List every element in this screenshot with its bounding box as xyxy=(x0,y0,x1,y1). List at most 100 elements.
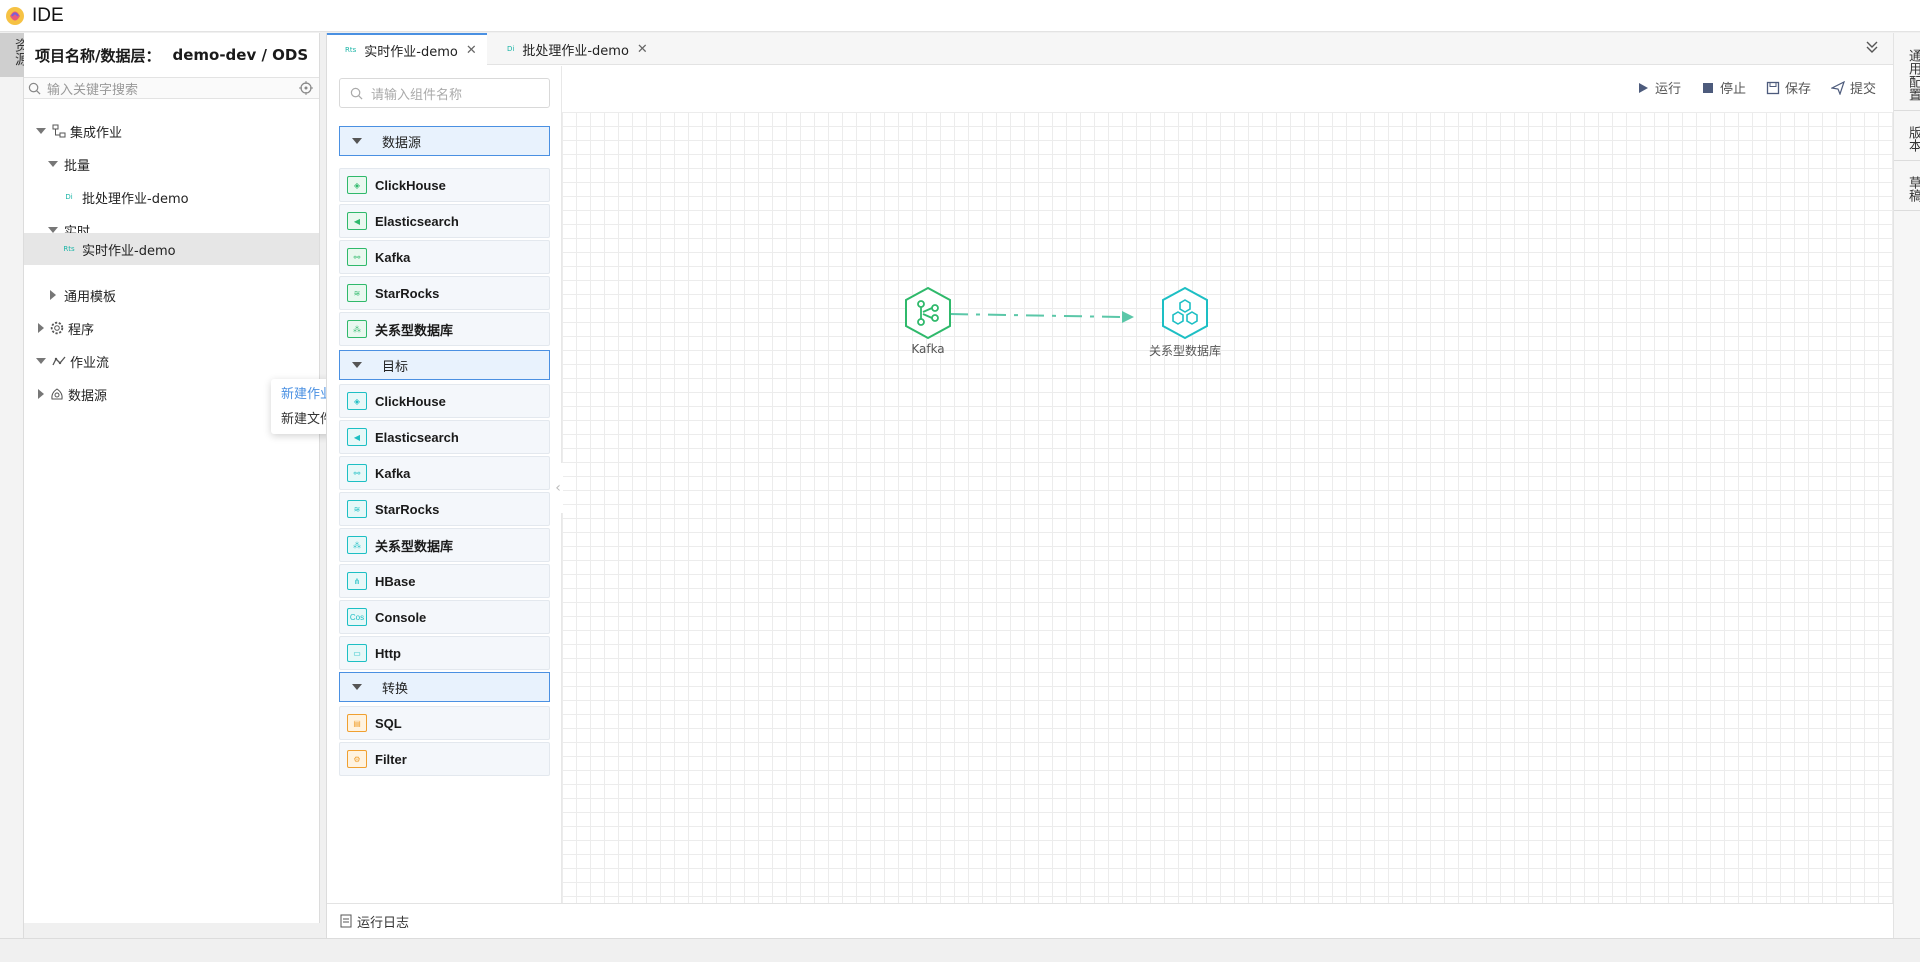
run-label: 运行 xyxy=(1654,82,1681,97)
tree-node-realtime-job[interactable]: Rts 实时作业-demo xyxy=(24,233,319,265)
general-config-tab[interactable]: 通用配置 xyxy=(1894,33,1920,111)
search-placeholder: 请输入组件名称 xyxy=(371,87,463,103)
tree-node-batch[interactable]: 批量 xyxy=(48,150,318,178)
batch-badge-icon: Di xyxy=(507,45,515,53)
node-kafka[interactable]: Kafka xyxy=(898,286,958,356)
section-target[interactable]: 目标 xyxy=(339,350,550,380)
tree-node-workflow[interactable]: 作业流 xyxy=(36,347,256,375)
save-label: 保存 xyxy=(1784,82,1811,97)
console-icon: Cos xyxy=(347,608,367,626)
component-search-input[interactable]: 请输入组件名称 xyxy=(339,78,550,108)
run-button[interactable]: 运行 xyxy=(1636,78,1681,97)
expand-down-icon xyxy=(48,227,58,233)
section-transform[interactable]: 转换 xyxy=(339,672,550,702)
component-rdb-source[interactable]: ⁂关系型数据库 xyxy=(339,312,550,346)
editor-tabs: Rts 实时作业-demo ✕ Di 批处理作业-demo ✕ xyxy=(327,33,1894,65)
close-icon[interactable]: ✕ xyxy=(636,41,648,57)
run-log-button[interactable]: 运行日志 xyxy=(357,915,410,931)
node-label: 关系型数据库 xyxy=(1148,344,1221,358)
tree-label: 数据源 xyxy=(68,388,108,404)
section-source[interactable]: 数据源 xyxy=(339,126,550,156)
locate-icon[interactable] xyxy=(299,81,313,95)
component-label: ClickHouse xyxy=(375,393,446,409)
search-icon xyxy=(28,82,41,94)
tab-batch-job[interactable]: Di 批处理作业-demo ✕ xyxy=(489,33,659,65)
elasticsearch-icon: ◀ xyxy=(347,212,367,230)
component-label: HBase xyxy=(375,573,416,589)
filter-icon: ⚙ xyxy=(347,750,367,768)
title-bar: IDE xyxy=(0,0,1920,32)
batch-job-icon: Di xyxy=(65,193,73,201)
submit-button[interactable]: 提交 xyxy=(1830,78,1876,97)
draft-tab[interactable]: 草稿 xyxy=(1894,161,1920,211)
tree-node-datasource[interactable]: 数据源 xyxy=(38,380,318,408)
component-label: 关系型数据库 xyxy=(375,538,454,554)
resource-sidebar: 项目名称/数据层： demo-dev / ODS 输入关键字搜索 集成作业 批量… xyxy=(24,33,320,923)
component-kafka-target[interactable]: ⚯Kafka xyxy=(339,456,550,490)
chevron-double-down-icon[interactable] xyxy=(1864,39,1880,55)
tree-label: 集成作业 xyxy=(70,125,123,141)
section-label: 转换 xyxy=(382,681,409,697)
kafka-icon: ⚯ xyxy=(347,248,367,266)
tree-node-integration[interactable]: 集成作业 xyxy=(36,117,316,145)
tree-label: 作业流 xyxy=(70,355,110,371)
tree-label: 实时作业-demo xyxy=(82,243,176,259)
search-icon xyxy=(350,87,363,99)
kafka-icon: ⚯ xyxy=(347,464,367,482)
resources-tab[interactable]: 资源 xyxy=(0,33,29,77)
component-clickhouse-source[interactable]: ◈ ClickHouse xyxy=(339,168,550,202)
component-starrocks-source[interactable]: ≋ StarRocks xyxy=(339,276,550,310)
component-http-target[interactable]: ▭Http xyxy=(339,636,550,670)
tab-realtime-job[interactable]: Rts 实时作业-demo ✕ xyxy=(327,33,487,65)
component-label: Filter xyxy=(375,751,407,767)
component-label: StarRocks xyxy=(375,501,440,517)
edge-kafka-to-rdb[interactable] xyxy=(949,313,1123,318)
tree-search[interactable]: 输入关键字搜索 xyxy=(24,77,319,99)
component-elasticsearch-target[interactable]: ◀Elasticsearch xyxy=(339,420,550,454)
search-input[interactable]: 输入关键字搜索 xyxy=(47,82,139,98)
component-rdb-target[interactable]: ⁂ 关系型数据库 xyxy=(339,528,550,562)
database-icon: ⁂ xyxy=(347,536,367,554)
close-icon[interactable]: ✕ xyxy=(465,42,477,58)
component-label: StarRocks xyxy=(375,285,440,301)
clickhouse-icon: ◈ xyxy=(347,176,367,194)
datasource-icon xyxy=(51,388,63,400)
flow-canvas[interactable]: 运行 停止 保存 提交 xyxy=(562,66,1894,903)
component-sql-transform[interactable]: ▤SQL xyxy=(339,706,550,740)
tab-label: 实时作业-demo xyxy=(364,44,458,60)
node-rdb[interactable]: 关系型数据库 xyxy=(1140,286,1230,359)
component-label: SQL xyxy=(375,715,402,731)
component-hbase-target[interactable]: ⋔HBase xyxy=(339,564,550,598)
stop-button[interactable]: 停止 xyxy=(1701,78,1746,97)
project-info: 项目名称/数据层： demo-dev / ODS xyxy=(24,33,319,77)
collapse-palette-icon[interactable]: ‹ xyxy=(553,463,563,513)
stop-icon xyxy=(1702,82,1713,93)
section-label: 目标 xyxy=(382,359,409,375)
tree-node-batch-job[interactable]: Di 批处理作业-demo xyxy=(60,183,320,211)
play-icon xyxy=(1638,82,1648,93)
editor-area: Rts 实时作业-demo ✕ Di 批处理作业-demo ✕ 请输入组件名称 … xyxy=(326,33,1894,938)
version-tab[interactable]: 版本 xyxy=(1894,111,1920,161)
component-kafka-source[interactable]: ⚯Kafka xyxy=(339,240,550,274)
starrocks-icon: ≋ xyxy=(347,284,367,302)
save-button[interactable]: 保存 xyxy=(1766,78,1811,97)
expand-down-icon xyxy=(36,358,46,364)
component-palette: 请输入组件名称 数据源 ◈ ClickHouse ◀Elasticsearch ⚯… xyxy=(327,66,562,903)
component-clickhouse-target[interactable]: ◈ ClickHouse xyxy=(339,384,550,418)
tree-node-program[interactable]: 程序 xyxy=(38,314,318,342)
tab-label: 批处理作业-demo xyxy=(522,43,629,59)
component-elasticsearch-source[interactable]: ◀Elasticsearch xyxy=(339,204,550,238)
stop-label: 停止 xyxy=(1719,82,1746,97)
component-filter-transform[interactable]: ⚙ Filter xyxy=(339,742,550,776)
right-tool-strip: 通用配置 版本 草稿 xyxy=(1893,33,1920,938)
workflow-icon xyxy=(52,356,66,366)
canvas-grid xyxy=(562,112,1894,903)
log-icon xyxy=(340,914,352,928)
component-label: ClickHouse xyxy=(375,177,446,193)
clickhouse-icon: ◈ xyxy=(347,392,367,410)
chevron-down-icon xyxy=(352,684,362,690)
tree-node-templates[interactable]: 通用模板 xyxy=(50,281,318,309)
realtime-job-icon: Rts xyxy=(63,245,75,253)
component-starrocks-target[interactable]: ≋StarRocks xyxy=(339,492,550,526)
